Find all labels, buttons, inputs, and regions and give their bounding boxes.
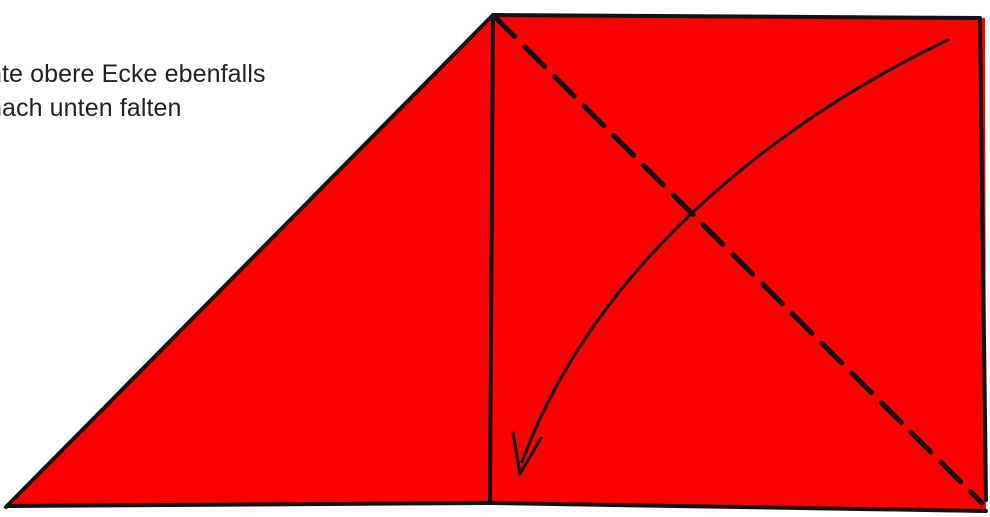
instruction-line-1: nte obere Ecke ebenfalls (0, 60, 266, 88)
instruction-line-2: nach unten falten (0, 94, 182, 122)
square-paper-outline (488, 13, 988, 513)
left-triangle-outline (4, 13, 495, 509)
fold-instruction-text: nte obere Ecke ebenfalls nach unten falt… (0, 57, 418, 125)
fold-line-dashed (492, 14, 985, 506)
fold-arrow-curve (520, 38, 950, 464)
fold-arrow-head (511, 431, 543, 476)
square-paper-body (490, 15, 986, 513)
